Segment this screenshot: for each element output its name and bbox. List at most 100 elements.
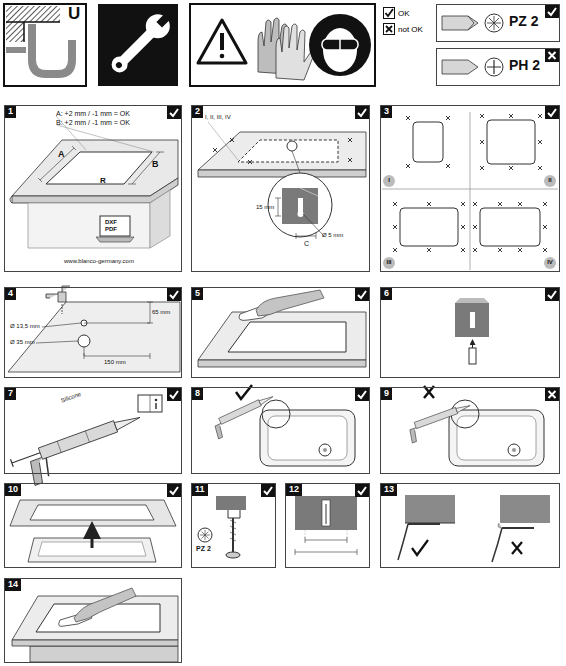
drill-point xyxy=(393,114,547,252)
clip-slot-illustration xyxy=(455,298,489,364)
ok-mark xyxy=(355,484,369,497)
annotation: II xyxy=(548,177,551,184)
ok-mark xyxy=(545,106,559,119)
bit-label: PH 2 xyxy=(509,58,540,73)
clip-screw-illustration xyxy=(228,510,240,518)
ok-mark xyxy=(261,484,275,497)
step-number: 7 xyxy=(5,388,16,400)
legend-entry: not OK xyxy=(383,23,423,35)
safety-icons xyxy=(190,4,375,86)
sample-box xyxy=(384,8,395,19)
safety-icons xyxy=(339,39,341,50)
step-number: 13 xyxy=(381,484,397,496)
step-number: 10 xyxy=(5,484,21,496)
annotation: IV xyxy=(547,259,553,266)
not-ok-sample xyxy=(383,23,395,35)
cutout-illustration xyxy=(56,116,154,152)
seal-not-ok-illustration xyxy=(414,407,458,428)
tool-icon xyxy=(115,61,123,69)
clip-position-illustration xyxy=(295,496,357,530)
ok-mark xyxy=(355,388,369,401)
bit-icon xyxy=(485,14,503,32)
annotation: PZ 2 xyxy=(196,545,211,553)
clip-position-illustration xyxy=(295,496,357,555)
ok-mark xyxy=(548,109,556,116)
ok-mark xyxy=(167,388,181,401)
bit-box: PZ 2 xyxy=(436,4,560,42)
step-number: 8 xyxy=(192,388,203,400)
finish-clean-illustration xyxy=(12,640,178,646)
insert-sink-illustration xyxy=(91,530,94,548)
bit-icon xyxy=(442,14,503,76)
drill-illustration xyxy=(198,122,366,239)
not-ok-mark xyxy=(545,388,559,401)
cutout-illustration xyxy=(10,196,12,203)
bit-icon xyxy=(468,16,474,30)
edge-profile-illustration xyxy=(498,523,502,528)
layout-illustration xyxy=(383,175,395,187)
ok-mark xyxy=(545,106,559,119)
edge-profile-illustration xyxy=(405,495,455,523)
silicone-gun-illustration xyxy=(150,395,151,412)
silicone-gun-illustration xyxy=(155,399,158,402)
layout-illustration xyxy=(382,112,558,270)
legend-entry: OK xyxy=(383,7,410,19)
edge-profile-illustration xyxy=(398,524,408,560)
seal-not-ok-illustration xyxy=(508,444,520,456)
ok-mark xyxy=(548,291,556,298)
legend-text: OK xyxy=(398,9,410,18)
drill-illustration xyxy=(296,233,316,239)
cutout-illustration xyxy=(12,140,178,196)
clip-screw-illustration xyxy=(216,496,246,510)
ok-mark xyxy=(167,484,181,497)
seal-ok-illustration xyxy=(211,394,280,439)
clean-illustration xyxy=(198,290,366,367)
bit-icon xyxy=(442,60,478,74)
silicone-gun-illustration xyxy=(10,395,162,490)
bit-icon xyxy=(487,60,501,74)
clip-position-illustration xyxy=(305,537,347,543)
drill-illustration xyxy=(268,173,332,237)
tap-hole-illustration xyxy=(8,286,180,372)
not-ok-mark xyxy=(549,391,556,398)
seal-not-ok-illustration xyxy=(408,428,421,443)
ok-mark xyxy=(170,291,178,298)
clip-position-illustration xyxy=(322,500,330,526)
annotation: I xyxy=(388,177,390,184)
safety-icons xyxy=(309,14,371,76)
not-ok-mark xyxy=(545,49,559,62)
seal-ok-illustration xyxy=(219,400,262,425)
bit-box: PH 2 xyxy=(436,48,560,86)
undermount-icon xyxy=(6,47,26,53)
safety-icons xyxy=(323,28,357,72)
tool-icon xyxy=(98,4,178,86)
annotation: 150 mm xyxy=(104,359,126,366)
ok-mark xyxy=(167,388,181,401)
tool-icon xyxy=(108,53,131,76)
layout-illustration xyxy=(487,120,535,164)
finish-clean-illustration xyxy=(30,646,178,662)
ok-mark xyxy=(170,109,178,116)
not-ok-mark xyxy=(549,52,556,59)
seal-not-ok-illustration xyxy=(406,402,475,443)
ok-sample xyxy=(383,7,395,19)
step-panel: 5 xyxy=(191,287,370,378)
silicone-gun-illustration xyxy=(114,414,141,430)
step-panel: 9 xyxy=(380,387,560,474)
silicone-gun-illustration xyxy=(38,421,117,460)
drill-illustration xyxy=(198,132,366,170)
ok-mark xyxy=(358,291,366,298)
edge-profile-illustration xyxy=(412,540,428,555)
bit-icon xyxy=(485,58,503,76)
step-panel: 10 xyxy=(4,483,182,568)
not-ok-mark xyxy=(545,388,559,401)
ok-mark xyxy=(545,5,559,18)
step-panel: 11 xyxy=(191,483,276,568)
finish-clean-illustration xyxy=(12,588,178,662)
ok-mark xyxy=(545,288,559,301)
drill-illustration xyxy=(292,151,300,173)
silicone-gun-illustration xyxy=(57,431,89,453)
edge-profile-illustration xyxy=(512,542,522,554)
ok-mark xyxy=(545,5,559,18)
edge-profile-illustration xyxy=(502,527,534,529)
